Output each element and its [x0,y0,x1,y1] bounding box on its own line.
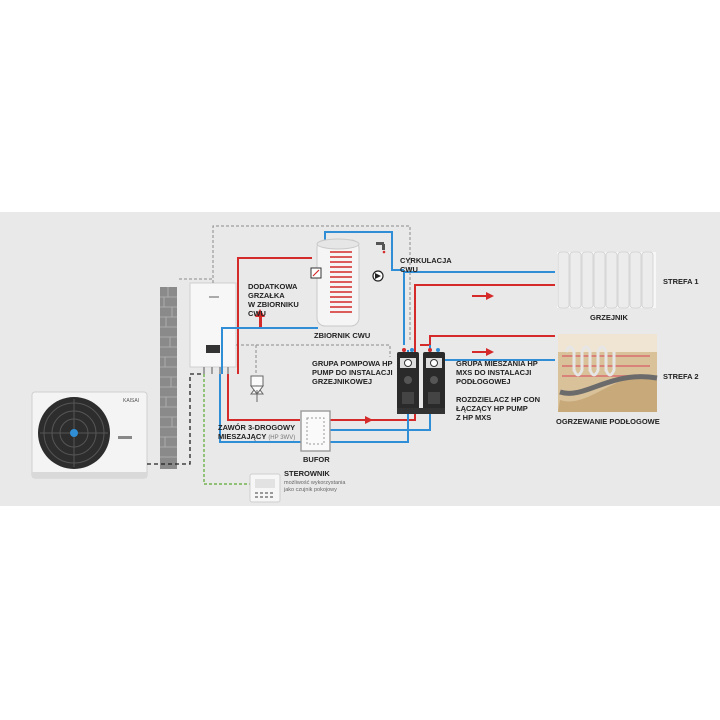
label-small: (HP 3WV) [268,435,296,441]
control-wiring [178,225,411,375]
label-line: możliwość wykorzystania [284,480,346,486]
label-line: jako czujnik pokojowy [284,487,337,493]
outdoor-unit: KAISAI [31,391,148,479]
label-grzejnik: GRZEJNIK [590,313,628,322]
label-line: MIESZAJĄCY (HP 3WV) [218,432,295,443]
three-way-valve-icon [250,375,264,402]
label-dodatkowa-grzalka: DODATKOWA GRZAŁKA W ZBIORNIKU CWU [248,282,299,318]
label-line: ZAWÓR 3-DROGOWY [218,423,296,432]
label-grupa-mieszania: GRUPA MIESZANIA HP MXS DO INSTALACJI POD… [456,359,538,386]
label-line: ŁĄCZĄCY HP PUMP [456,404,528,413]
label-zbiornik-cwu: ZBIORNIK CWU [314,331,371,340]
label-bufor: BUFOR [303,455,330,464]
label-line: DODATKOWA [248,282,298,291]
label-sterownik-note: możliwość wykorzystania jako czujnik pok… [284,480,345,494]
tap-icon [376,242,386,254]
label-sterownik: STEROWNIK [284,469,330,478]
label-rozdzielacz: ROZDZIELACZ HP CON ŁĄCZĄCY HP PUMP Z HP … [456,395,540,422]
brick-wall [160,287,177,469]
label-grupa-pompowa: GRUPA POMPOWA HP PUMP DO INSTALACJI GRZE… [312,359,393,386]
label-line: CWU [400,265,418,274]
buffer-tank [300,410,331,452]
pump-group-hp-mxs [423,348,445,410]
label-zawor: ZAWÓR 3-DROGOWY MIESZAJĄCY (HP 3WV) [218,423,295,443]
label-strefa1: STREFA 1 [663,277,699,286]
outdoor-link [147,373,204,465]
label-text: MIESZAJĄCY [218,432,267,441]
label-line: GRUPA MIESZANIA HP [456,359,538,368]
controller-device [249,473,281,503]
label-line: GRUPA POMPOWA HP [312,359,393,368]
label-line: PODŁOGOWEJ [456,377,511,386]
circulation-pump-icon [372,270,384,282]
radiator-icon [557,251,656,309]
label-line: CYRKULACJA [400,256,452,265]
label-cyrkulacja: CYRKULACJA CWU [400,256,452,274]
manifold-hp-con [397,408,445,414]
label-strefa2: STREFA 2 [663,372,699,381]
label-line: PUMP DO INSTALACJI [312,368,393,377]
dhw-tank [310,238,360,327]
label-line: GRZEJNIKOWEJ [312,377,373,386]
label-line: CWU [248,309,266,318]
label-line: W ZBIORNIKU [248,300,299,309]
label-line: GRZAŁKA [248,291,285,300]
flow-arrows [255,292,494,424]
label-line: Z HP MXS [456,413,492,422]
label-ogrzewanie: OGRZEWANIE PODŁOGOWE [556,417,660,426]
pump-group-hp-pump [397,348,419,410]
underfloor-heating-icon [558,334,658,412]
label-line: MXS DO INSTALACJI [456,368,532,377]
controller-signal-line [203,374,250,485]
label-line: ROZDZIELACZ HP CON [456,395,541,404]
indoor-unit [189,282,237,374]
outdoor-brand-label: KAISAI [123,398,139,404]
